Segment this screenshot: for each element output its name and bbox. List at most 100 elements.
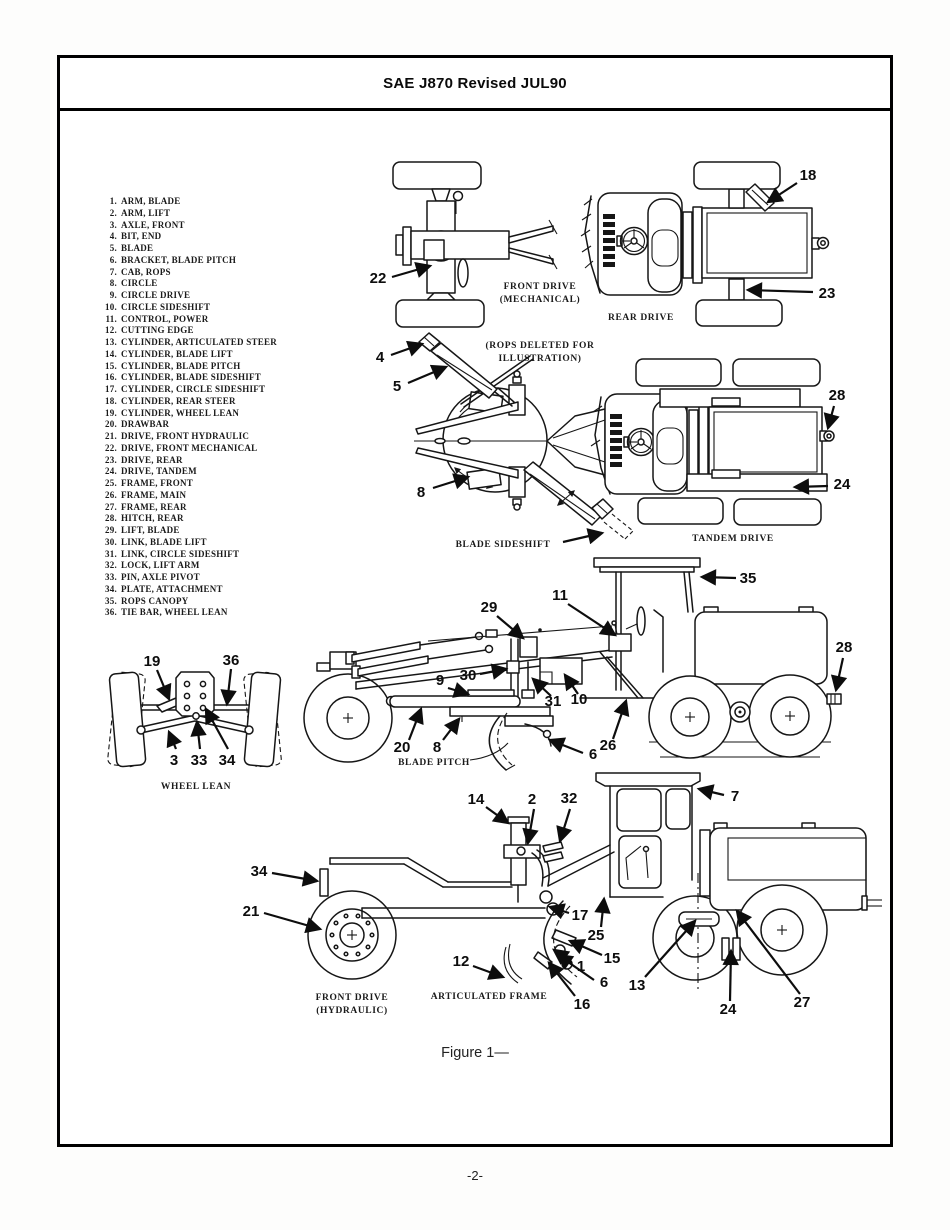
callout-10: 10 [571, 691, 588, 708]
front-drive-mech-caption-2: (MECHANICAL) [500, 294, 581, 305]
part-name: ARM, BLADE [121, 196, 181, 206]
callout-24-art: 24 [720, 1001, 737, 1018]
parts-list-item: 1.ARM, BLADE [95, 196, 355, 208]
part-number: 20. [105, 419, 117, 430]
tandem-drive-caption: TANDEM DRIVE [692, 534, 774, 544]
parts-list-item: 22.DRIVE, FRONT MECHANICAL [95, 443, 355, 455]
part-number: 6. [109, 254, 117, 265]
callout-34: 34 [219, 752, 236, 769]
part-name: TIE BAR, WHEEL LEAN [121, 607, 228, 618]
callout-28-side: 28 [836, 639, 853, 656]
parts-list-item: 16.CYLINDER, BLADE SIDESHIFT [95, 372, 355, 384]
part-number: 35. [105, 595, 117, 606]
callout-11: 11 [552, 587, 568, 604]
callout-33: 33 [191, 752, 208, 769]
part-name: DRIVE, REAR [121, 454, 183, 465]
part-number: 24. [105, 466, 117, 477]
callout-13: 13 [629, 977, 646, 994]
part-name: DRIVE, FRONT HYDRAULIC [121, 431, 250, 441]
part-name: LOCK, LIFT ARM [121, 560, 200, 571]
parts-list-item: 9.CIRCLE DRIVE [95, 290, 355, 302]
blade-sideshift-caption: BLADE SIDESHIFT [456, 540, 551, 550]
parts-list-item: 14.CYLINDER, BLADE LIFT [95, 349, 355, 361]
part-number: 29. [105, 525, 117, 535]
callout-4: 4 [376, 349, 385, 366]
part-name: CYLINDER, BLADE SIDESHIFT [121, 372, 262, 383]
part-name: CIRCLE SIDESHIFT [121, 301, 211, 312]
parts-list-item: 33.PIN, AXLE PIVOT [95, 572, 355, 584]
part-name: LINK, BLADE LIFT [121, 536, 207, 547]
front-drive-mech-caption-1: FRONT DRIVE [504, 282, 577, 292]
parts-list-item: 4.BIT, END [95, 231, 355, 243]
part-number: 13. [105, 337, 117, 347]
part-number: 25. [105, 478, 117, 488]
part-number: 2. [109, 207, 117, 218]
callout-1: 1 [577, 958, 585, 975]
parts-list-item: 5.BLADE [95, 243, 355, 255]
part-name: CAB, ROPS [121, 266, 171, 277]
blade-pitch-caption: BLADE PITCH [398, 758, 470, 768]
part-name: DRIVE, TANDEM [121, 466, 197, 477]
callout-24-tandem: 24 [834, 476, 851, 493]
callout-23: 23 [819, 285, 836, 302]
part-name: CYLINDER, REAR STEER [121, 395, 236, 406]
parts-list-item: 11.CONTROL, POWER [95, 314, 355, 326]
callout-9: 9 [436, 672, 444, 689]
callout-34-art: 34 [251, 863, 268, 880]
part-number: 10. [105, 301, 117, 312]
callout-14: 14 [468, 791, 485, 808]
callout-17: 17 [572, 907, 589, 924]
callout-8-side: 8 [433, 739, 441, 756]
part-name: CIRCLE [121, 278, 158, 289]
parts-list-item: 24. DRIVE, TANDEM [95, 466, 355, 478]
part-name: LINK, CIRCLE SIDESHIFT [121, 548, 240, 559]
parts-list-item: 8.CIRCLE [95, 278, 355, 290]
callout-36: 36 [223, 652, 240, 669]
callout-27: 27 [794, 994, 811, 1011]
parts-list-item: 30. LINK, BLADE LIFT [95, 537, 355, 549]
wheel-lean-caption: WHEEL LEAN [161, 782, 231, 792]
callout-8: 8 [417, 484, 425, 501]
parts-list-item: 21.DRIVE, FRONT HYDRAULIC [95, 431, 355, 443]
part-number: 33. [105, 572, 117, 582]
callout-3: 3 [170, 752, 178, 769]
front-drive-hyd-caption-2: (HYDRAULIC) [316, 1005, 388, 1016]
parts-list-item: 36.TIE BAR, WHEEL LEAN [95, 607, 355, 619]
part-name: FRAME, MAIN [121, 489, 187, 500]
callout-21: 21 [243, 903, 260, 920]
parts-list-item: 17.CYLINDER, CIRCLE SIDESHIFT [95, 384, 355, 396]
part-name: BLADE [121, 243, 154, 253]
callout-12: 12 [453, 953, 470, 970]
callout-31: 31 [545, 693, 562, 710]
articulated-view-diagram: 14 2 32 7 34 21 12 17 25 15 1 6 16 13 24… [243, 772, 882, 1018]
callout-6-art: 6 [600, 974, 608, 991]
page-number: -2- [467, 1168, 483, 1183]
parts-list-item: 6.BRACKET, BLADE PITCH [95, 255, 355, 267]
part-number: 11. [105, 313, 117, 324]
rear-drive-diagram: 18 23 REAR DRIVE [580, 161, 836, 327]
part-name: ARM, LIFT [121, 207, 171, 218]
callout-26: 26 [600, 737, 617, 754]
part-number: 30. [105, 536, 117, 547]
part-number: 32. [105, 560, 117, 571]
callout-5: 5 [393, 378, 401, 395]
part-name: CYLINDER, BLADE PITCH [121, 360, 241, 371]
callout-32: 32 [561, 790, 578, 807]
callout-22: 22 [370, 270, 387, 287]
callout-35: 35 [740, 570, 757, 587]
rops-note-line2: ILLUSTRATION) [498, 353, 581, 364]
part-number: 18. [105, 395, 117, 406]
parts-list-item: 12.CUTTING EDGE [95, 325, 355, 337]
parts-list-item: 15.CYLINDER, BLADE PITCH [95, 361, 355, 373]
callout-18: 18 [800, 167, 817, 184]
parts-list-item: 26.FRAME, MAIN [95, 490, 355, 502]
part-name: CUTTING EDGE [121, 325, 194, 336]
front-drive-mechanical-diagram: 22 FRONT DRIVE (MECHANICAL) [370, 161, 581, 328]
parts-list-item: 35.ROPS CANOPY [95, 596, 355, 608]
part-name: CYLINDER, CIRCLE SIDESHIFT [121, 384, 266, 394]
rops-note-line1: (ROPS DELETED FOR [486, 340, 595, 351]
part-name: FRAME, REAR [121, 501, 187, 512]
part-name: DRIVE, FRONT MECHANICAL [121, 442, 258, 453]
parts-list-item: 2. ARM, LIFT [95, 208, 355, 220]
